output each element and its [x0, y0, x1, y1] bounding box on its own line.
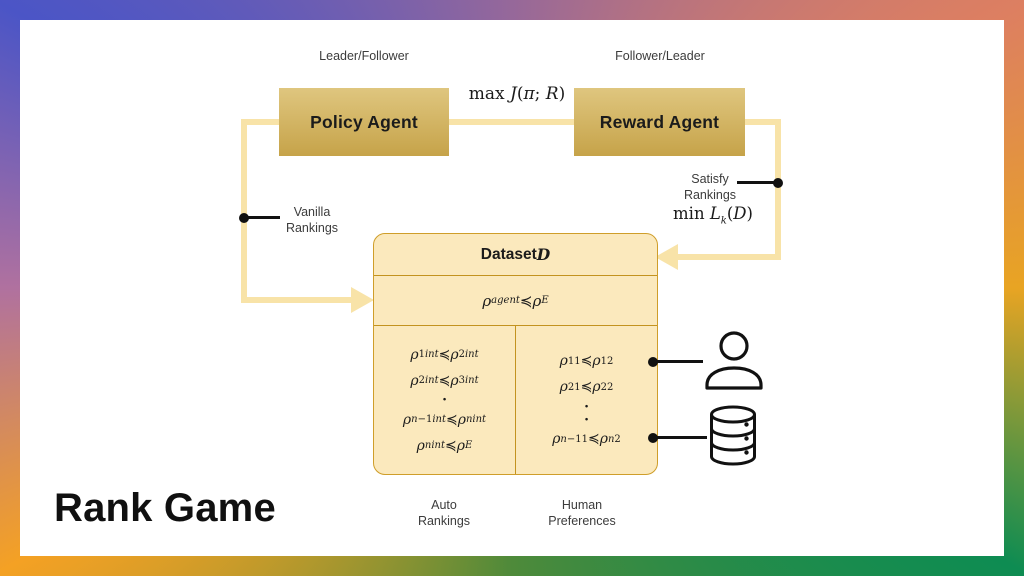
label-satisfy-rankings: Satisfy Rankings	[683, 172, 737, 202]
arrowhead-into-dataset-right	[655, 244, 678, 270]
connector-right-bottom	[677, 254, 781, 260]
connector-right-vertical	[775, 119, 781, 260]
reward-agent-box: Reward Agent	[574, 88, 745, 156]
ellipsis-dot: ·	[442, 392, 447, 408]
slide-title: Rank Game	[54, 486, 276, 530]
label-human-preferences: Human Preferences	[548, 498, 616, 528]
vanilla-rankings-dot	[239, 213, 249, 223]
database-icon	[708, 405, 758, 467]
database-source-line	[655, 436, 707, 439]
connector-policy-to-reward	[449, 119, 574, 125]
connector-left-vertical	[241, 119, 247, 303]
ellipsis-dot: ·	[584, 411, 589, 428]
person-icon	[702, 330, 764, 392]
satisfy-rankings-pointer-line	[737, 181, 775, 184]
human-source-line	[655, 360, 703, 363]
policy-agent-box: Policy Agent	[279, 88, 449, 156]
label-leader-follower: Leader/Follower	[319, 49, 409, 63]
database-source-dot	[648, 433, 658, 443]
connector-left-bottom	[241, 297, 353, 303]
ellipsis-dot: ·	[584, 398, 589, 415]
vanilla-rankings-pointer-line	[246, 216, 280, 219]
label-vanilla-rankings: Vanilla Rankings	[285, 205, 339, 235]
connector-left-top	[241, 119, 279, 125]
arrowhead-into-dataset-left	[351, 287, 374, 313]
label-follower-leader: Follower/Leader	[615, 49, 705, 63]
dataset-header: Dataset D	[374, 234, 657, 276]
human-source-dot	[648, 357, 658, 367]
connector-right-top	[745, 119, 781, 125]
formula-min-l: min Lk(D)	[673, 204, 753, 227]
label-auto-rankings: Auto Rankings	[417, 498, 471, 528]
formula-max-j: max J(π; R)	[468, 84, 566, 104]
satisfy-rankings-dot	[773, 178, 783, 188]
